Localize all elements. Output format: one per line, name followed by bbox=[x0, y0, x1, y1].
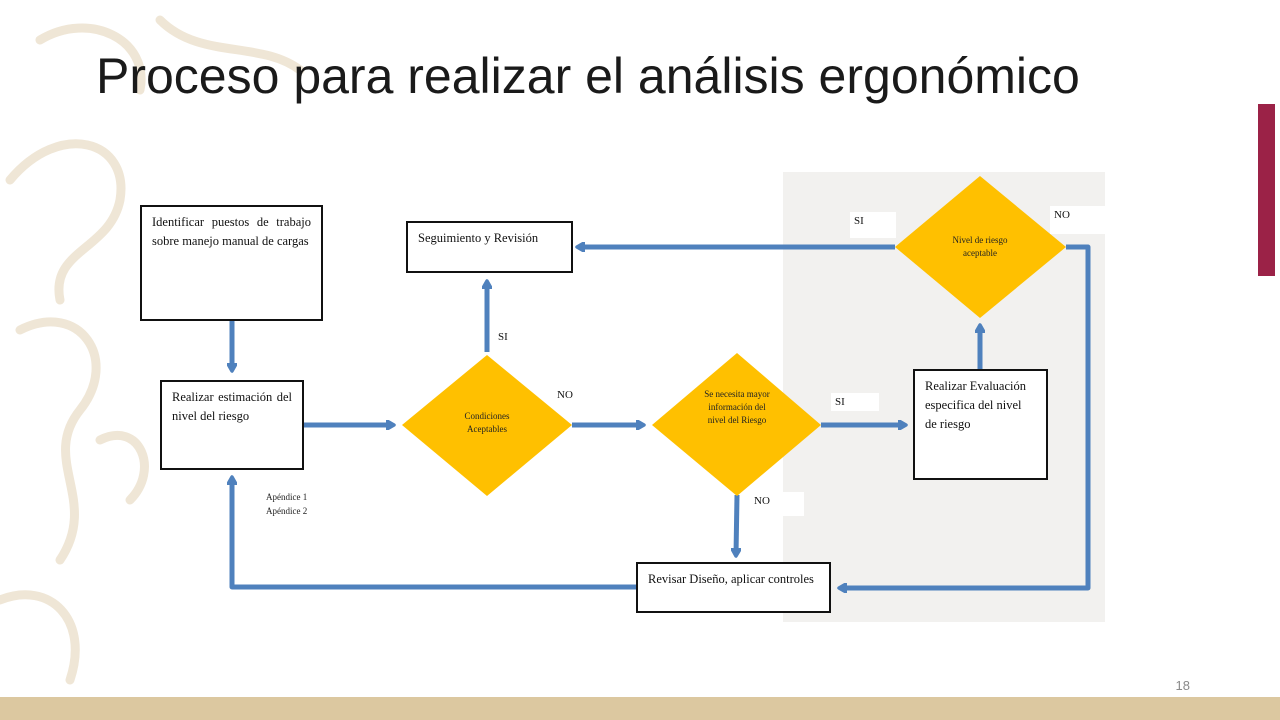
edge-label-more-info-si: SI bbox=[831, 393, 879, 411]
arrow-review-to-estimate bbox=[232, 478, 636, 590]
box-specific-evaluation: Realizar Evaluación especifica del nivel… bbox=[913, 369, 1048, 480]
accent-bar bbox=[1258, 104, 1275, 276]
appendix-note-1: Apéndice 1 bbox=[266, 492, 308, 502]
box-estimate-risk: Realizar estimación del nivel del riesgo bbox=[160, 380, 304, 470]
decision-conditions-label: Condiciones Aceptables bbox=[464, 411, 510, 434]
decision-conditions-shape bbox=[402, 355, 572, 496]
decision-risk-label: Nivel de riesgo aceptable bbox=[952, 235, 1008, 258]
arrow-risk-to-review bbox=[840, 244, 1091, 588]
footer-band bbox=[0, 697, 1280, 720]
edge-label-conditions-si: SI bbox=[494, 328, 512, 346]
page-number: 18 bbox=[1175, 678, 1190, 693]
edge-label-more-info-no: NO bbox=[750, 492, 804, 516]
decision-more-info-label: Se necesita mayor información del nivel … bbox=[704, 389, 770, 425]
appendix-note-2: Apéndice 2 bbox=[266, 506, 308, 516]
edge-label-conditions-no: NO bbox=[553, 386, 577, 404]
page-title: Proceso para realizar el análisis ergonó… bbox=[96, 48, 1080, 104]
edge-label-risk-si: SI bbox=[850, 212, 896, 238]
edge-label-risk-no: NO bbox=[1050, 206, 1106, 234]
box-review-design: Revisar Diseño, aplicar controles bbox=[636, 562, 831, 613]
arrow-more-info-to-review bbox=[736, 494, 737, 555]
decision-risk-shape bbox=[895, 176, 1066, 318]
box-identify-jobs: Identificar puestos de trabajo sobre man… bbox=[140, 205, 323, 321]
decision-more-info-shape bbox=[652, 353, 821, 496]
box-followup-review: Seguimiento y Revisión bbox=[406, 221, 573, 273]
